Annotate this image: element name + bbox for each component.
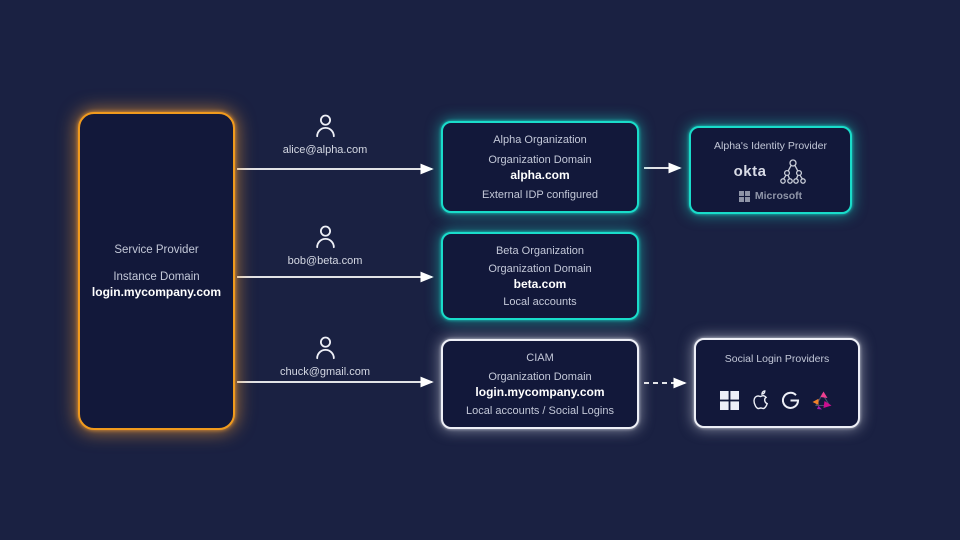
person-icon	[315, 225, 335, 249]
google-icon	[781, 391, 800, 409]
user-email: alice@alpha.com	[282, 144, 368, 156]
instance-domain-value: login.mycompany.com	[91, 284, 222, 299]
instance-domain-label: Instance Domain	[113, 270, 200, 283]
org-domain-value: alpha.com	[510, 167, 570, 182]
social-login-providers-box: Social Login Providers	[694, 338, 860, 428]
directory-tree-icon	[780, 158, 807, 184]
org-title: CIAM	[526, 352, 554, 364]
microsoft-icon	[720, 391, 739, 410]
social-title: Social Login Providers	[724, 353, 830, 365]
okta-wordmark: okta	[733, 162, 767, 180]
person-icon	[315, 114, 335, 138]
org-note: Local accounts / Social Logins	[466, 405, 614, 417]
brand-triangle-logo	[812, 391, 832, 410]
org-domain-label: Organization Domain	[488, 153, 592, 166]
service-provider-title: Service Provider	[114, 243, 199, 256]
org-note: External IDP configured	[482, 189, 598, 201]
org-domain-value: beta.com	[513, 276, 567, 291]
org-title: Alpha Organization	[493, 134, 587, 146]
microsoft-label: Microsoft	[754, 190, 803, 202]
org-note: Local accounts	[503, 296, 577, 308]
org-domain-label: Organization Domain	[488, 262, 592, 275]
user-email: bob@beta.com	[287, 255, 363, 267]
user-alice: alice@alpha.com	[250, 112, 400, 156]
idp-title: Alpha's Identity Provider	[714, 140, 827, 152]
alpha-identity-provider-box: Alpha's Identity Provider okta	[689, 126, 852, 214]
alpha-organization-box: Alpha Organization Organization Domain a…	[441, 121, 639, 213]
user-email: chuck@gmail.com	[279, 366, 371, 378]
org-domain-value: login.mycompany.com	[475, 384, 605, 399]
ciam-organization-box: CIAM Organization Domain login.mycompany…	[441, 339, 639, 429]
person-icon	[315, 336, 335, 360]
org-domain-label: Organization Domain	[488, 370, 592, 383]
apple-icon	[753, 390, 769, 410]
microsoft-squares-icon	[738, 190, 750, 202]
microsoft-logo: Microsoft	[738, 190, 803, 202]
beta-organization-box: Beta Organization Organization Domain be…	[441, 232, 639, 320]
user-chuck: chuck@gmail.com	[250, 334, 400, 378]
service-provider-box: Service Provider Instance Domain login.m…	[78, 112, 235, 430]
user-bob: bob@beta.com	[250, 223, 400, 267]
org-title: Beta Organization	[495, 245, 585, 257]
